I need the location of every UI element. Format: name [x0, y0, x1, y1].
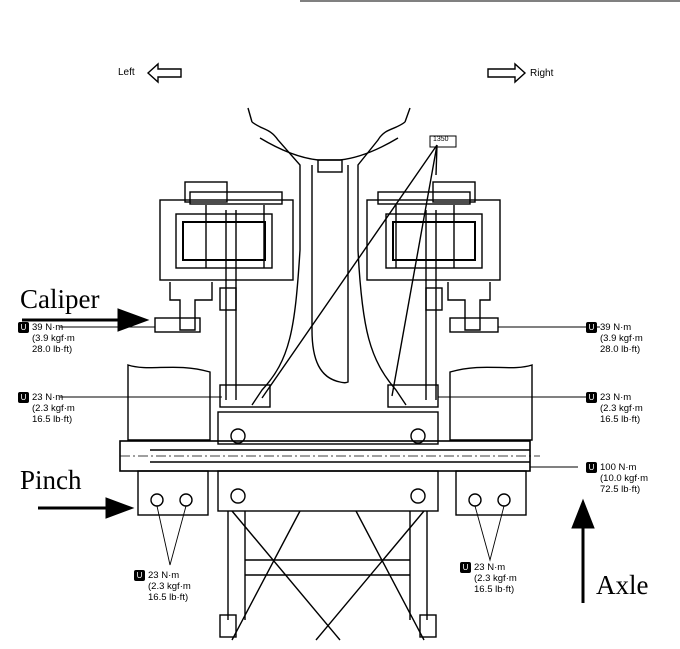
torque-wrench-icon: U [586, 462, 597, 473]
left-arrow-icon [146, 62, 182, 84]
caliper-label: Caliper [20, 284, 100, 314]
left-label: Left [118, 67, 135, 78]
pinch-block-left [137, 470, 209, 516]
torque-wrench-icon: U [586, 322, 597, 333]
pinch-arrow-icon [38, 497, 135, 519]
pinch-label: Pinch [20, 465, 82, 495]
caliper-arrow-icon [22, 308, 150, 332]
torque-wrench-icon: U [18, 392, 29, 403]
right-label: Right [530, 68, 554, 79]
tool-label: 1350 [433, 136, 449, 143]
axle-label: Axle [596, 570, 649, 600]
axle-arrow-icon [571, 498, 595, 603]
caliper-bolt-left [154, 317, 201, 333]
torque-wrench-icon: U [586, 392, 597, 403]
tool-reference [429, 135, 457, 148]
torque-wrench-icon: U [134, 570, 145, 581]
caliper-bolt-right [449, 317, 499, 333]
right-arrow-icon [487, 62, 527, 84]
torque-wrench-icon: U [460, 562, 471, 573]
pinch-block-right [455, 470, 527, 516]
torque-wrench-icon: U [18, 322, 29, 333]
